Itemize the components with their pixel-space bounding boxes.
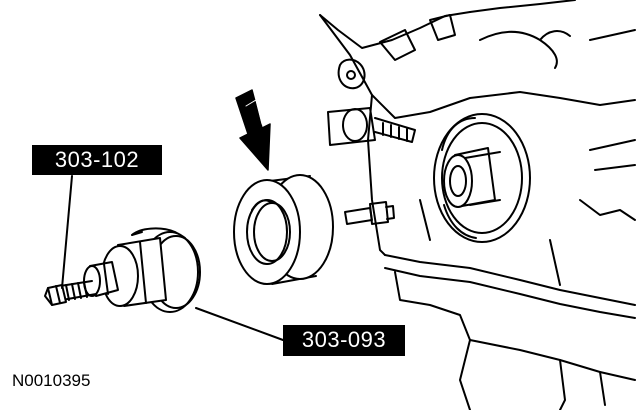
down-right-arrow-icon bbox=[235, 89, 271, 171]
seal-installer-tool bbox=[44, 227, 201, 313]
callout-tool-303-102: 303-102 bbox=[32, 145, 162, 175]
engine-block bbox=[319, 0, 636, 410]
callout-tool-303-093: 303-093 bbox=[283, 325, 405, 356]
leader-line-tool-1 bbox=[61, 175, 73, 289]
crankshaft-front-seal bbox=[233, 174, 334, 285]
figure-id: N0010395 bbox=[12, 371, 91, 390]
leader-line-tool-2 bbox=[195, 307, 284, 341]
